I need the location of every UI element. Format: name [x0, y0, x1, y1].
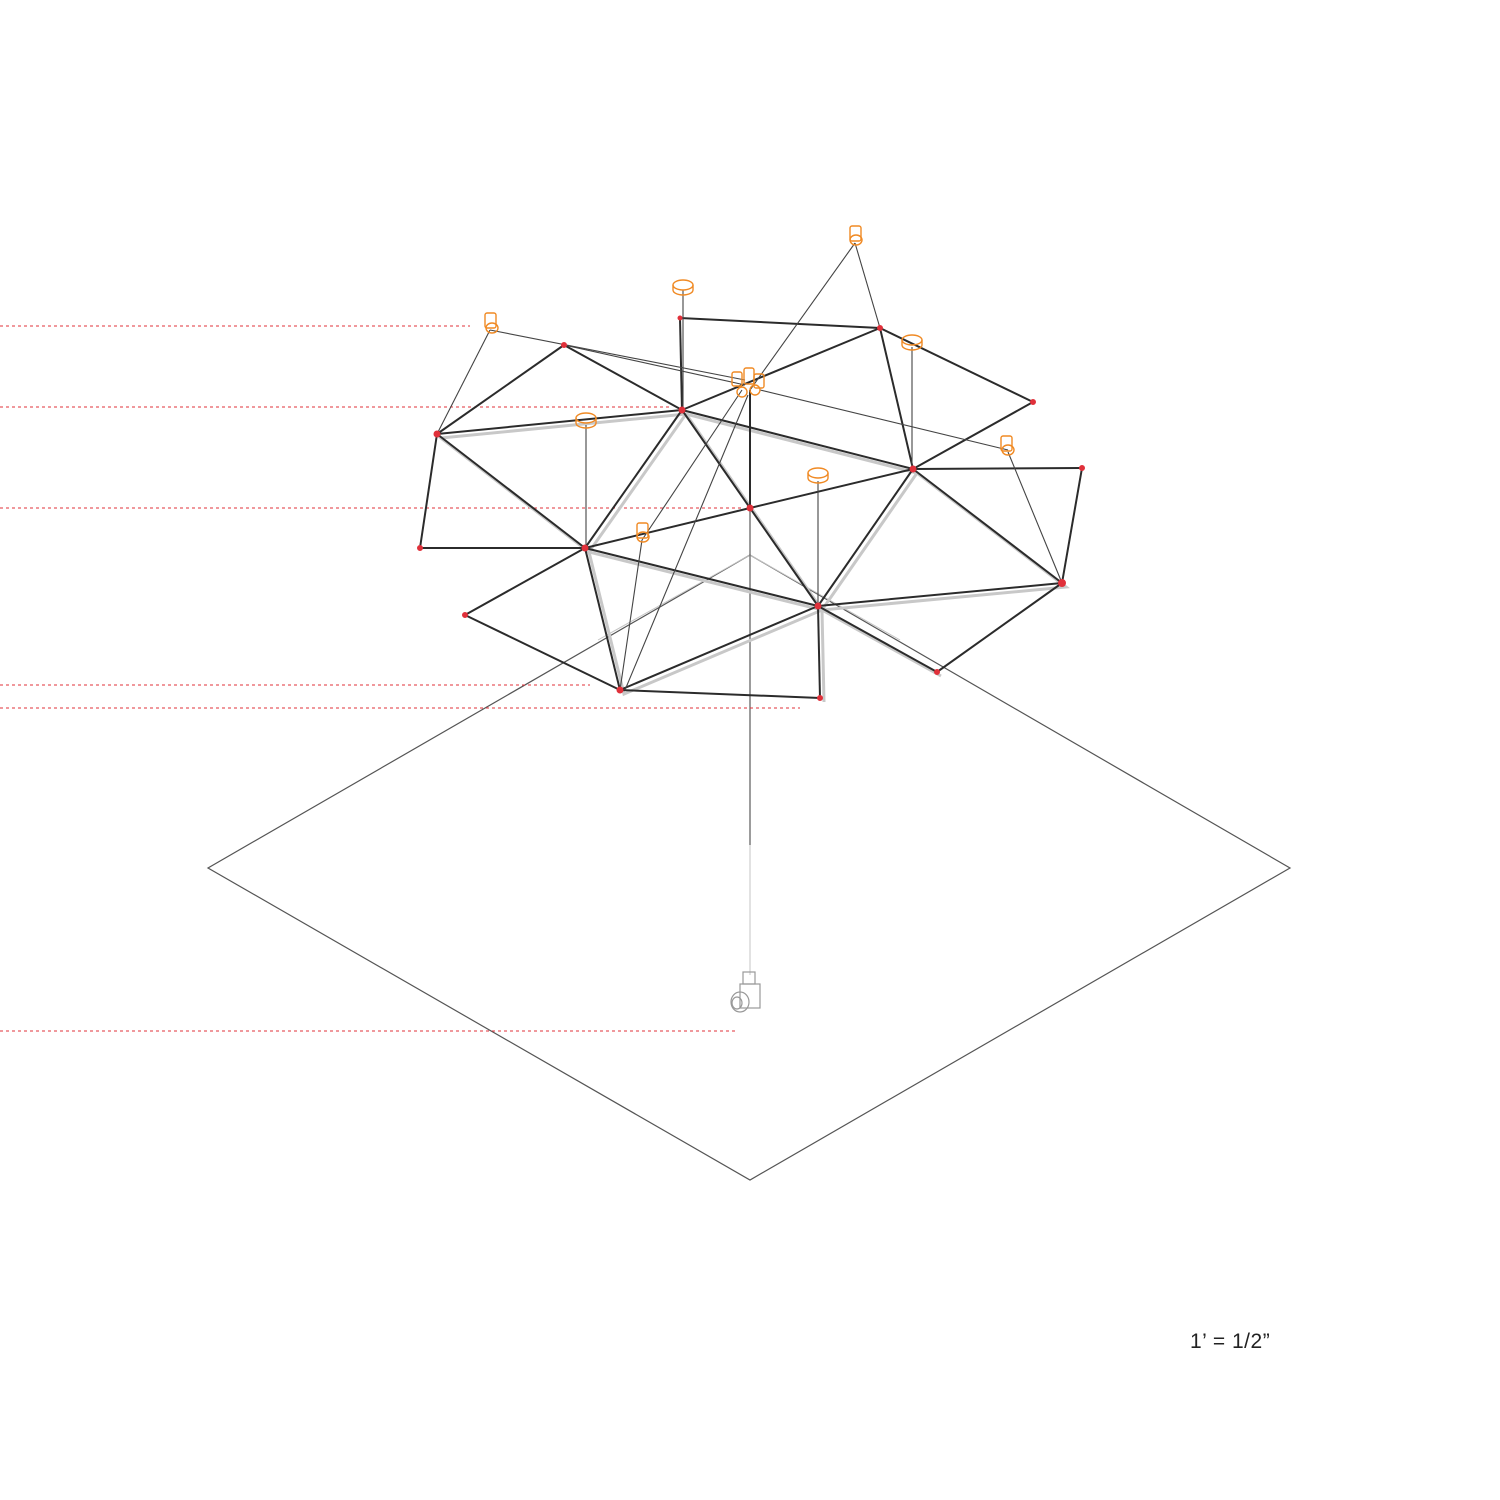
scale-label: 1’ = 1/2”	[1190, 1330, 1271, 1353]
joint	[581, 544, 589, 552]
joint	[817, 695, 823, 701]
clamp-icon	[484, 312, 499, 334]
joint	[616, 686, 624, 694]
joint	[417, 545, 423, 551]
joint	[814, 602, 822, 610]
joint	[1058, 579, 1066, 587]
ring-icon	[575, 412, 597, 429]
joint	[433, 430, 441, 438]
central-clamp-cluster-icon	[731, 367, 765, 398]
joint	[561, 342, 567, 348]
frame-shadow	[437, 412, 1070, 703]
clamp-icon	[849, 225, 863, 246]
joint	[677, 315, 683, 321]
joints	[417, 315, 1085, 701]
joint	[1079, 465, 1085, 471]
projection-lines	[597, 554, 901, 975]
ring-icon	[807, 467, 829, 484]
joint	[746, 504, 754, 512]
joint	[934, 669, 940, 675]
ring-icon	[901, 334, 923, 351]
joint	[1030, 399, 1036, 405]
ground-plane	[206, 554, 1292, 1181]
joint	[462, 612, 468, 618]
floor-stand-icon	[730, 971, 761, 1013]
clamp-icon	[1000, 435, 1015, 456]
clamp-icon	[636, 522, 650, 543]
joint	[877, 325, 883, 331]
level-guide-lines	[0, 325, 800, 1032]
ceiling-fixtures	[484, 225, 1015, 543]
suspension-cables	[436, 242, 1063, 691]
ring-icon	[672, 279, 694, 296]
joint	[678, 406, 686, 414]
joint	[909, 465, 917, 473]
frame-members	[419, 317, 1083, 699]
